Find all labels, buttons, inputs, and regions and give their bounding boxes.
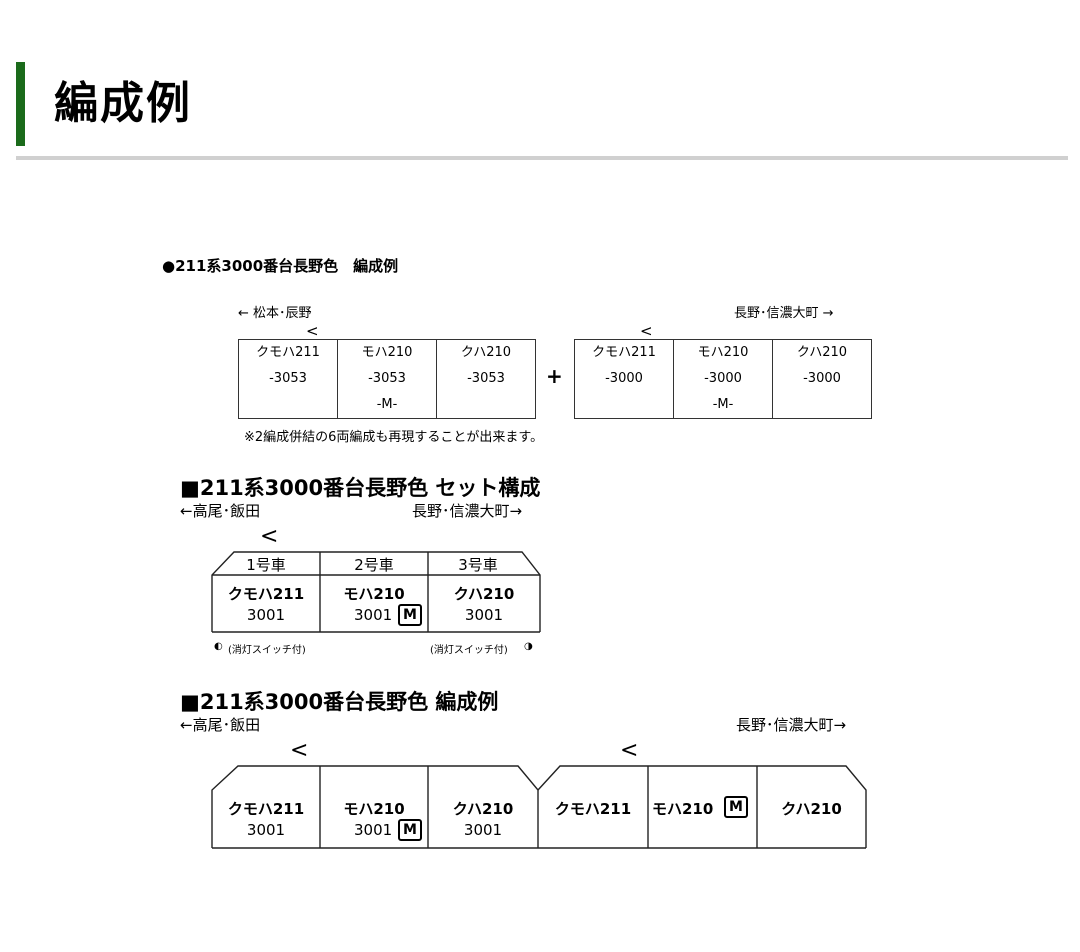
car-number: 3001 <box>354 821 393 839</box>
car-name: モハ210 <box>361 345 413 360</box>
section1-title: ●211系3000番台長野色 編成例 <box>162 257 399 275</box>
section1-direction-arrow-unit2: < <box>640 322 653 340</box>
car-number: 3001 <box>246 606 286 624</box>
section2-direction-chevron: < <box>260 524 279 549</box>
car-number: 3001 <box>463 821 503 839</box>
car-name: クモハ211 <box>554 800 632 818</box>
section3-title: ■211系3000番台長野色 編成例 <box>180 690 499 714</box>
section2-direction-right: 長野･信濃大町→ <box>412 502 523 520</box>
car-name: モハ210 <box>343 800 405 818</box>
unit2-outline <box>537 765 867 848</box>
section3-formation-diagram <box>211 765 867 849</box>
car-name: クモハ211 <box>227 800 305 818</box>
taillight-icon: ◑ <box>524 641 533 652</box>
car-name: クモハ211 <box>227 585 305 603</box>
car-number: -3000 <box>704 371 742 386</box>
unit1-outline <box>211 765 539 848</box>
motor-car-badge: M <box>398 819 422 841</box>
section1-note: ※2編成併結の6両編成も再現することが出来ます。 <box>244 430 544 445</box>
car-name: モハ210 <box>652 800 714 818</box>
section2-title: ■211系3000番台長野色 セット構成 <box>180 476 541 500</box>
car-name: クハ210 <box>796 345 848 360</box>
section1-unit1-table: クモハ211 -3053 モハ210 -3053 -M- クハ210 -3053 <box>238 339 536 419</box>
section1-direction-left: ← 松本･辰野 <box>238 306 312 321</box>
car-number: -3053 <box>368 371 406 386</box>
car-cell: クハ210 -3053 <box>436 339 536 419</box>
motor-car-badge: M <box>398 604 422 626</box>
car-name: クハ210 <box>781 800 842 818</box>
car-name: クハ210 <box>460 345 512 360</box>
car-number: 3001 <box>354 606 393 624</box>
car-number: 3001 <box>464 606 504 624</box>
page-title: 編成例 <box>54 78 192 129</box>
header-accent-bar <box>16 62 25 146</box>
car-name: クハ210 <box>452 800 514 818</box>
car-name: クモハ211 <box>256 345 320 360</box>
section1-direction-arrow-unit1: < <box>306 322 319 340</box>
car-name: クモハ211 <box>592 345 656 360</box>
car-name: モハ210 <box>343 585 405 603</box>
lamp-switch-label-right: (消灯スイッチ付) <box>430 645 508 656</box>
motor-car-badge: M <box>724 796 748 818</box>
car-mark: -M- <box>712 397 734 412</box>
car-name: クハ210 <box>453 585 515 603</box>
car-position-label: 3号車 <box>458 556 498 574</box>
section1-plus-sign: + <box>546 364 563 388</box>
car-number: 3001 <box>246 821 286 839</box>
car-number: -3000 <box>605 371 643 386</box>
car-cell: モハ210 -3053 -M- <box>337 339 437 419</box>
car-position-label: 1号車 <box>246 556 286 574</box>
car-cell: モハ210 -3000 -M- <box>673 339 773 419</box>
section1-direction-right: 長野･信濃大町 → <box>734 306 834 321</box>
section2-direction-left: ←高尾･飯田 <box>180 502 261 520</box>
car-cell: クハ210 -3000 <box>772 339 872 419</box>
header-divider <box>16 156 1068 160</box>
cab-roof-line <box>211 551 541 632</box>
section2-set-diagram <box>211 551 541 633</box>
section3-direction-chevron-unit2: < <box>620 738 639 763</box>
car-name: モハ210 <box>697 345 749 360</box>
car-position-label: 2号車 <box>354 556 394 574</box>
car-number: -3000 <box>803 371 841 386</box>
section3-direction-chevron-unit1: < <box>290 738 309 763</box>
section3-direction-right: 長野･信濃大町→ <box>736 716 847 734</box>
section3-direction-left: ←高尾･飯田 <box>180 716 261 734</box>
section1-unit2-table: クモハ211 -3000 モハ210 -3000 -M- クハ210 -3000 <box>574 339 872 419</box>
lamp-switch-label-left: (消灯スイッチ付) <box>228 645 306 656</box>
car-mark: -M- <box>376 397 398 412</box>
headlight-icon: ◐ <box>214 641 223 652</box>
car-number: -3053 <box>467 371 505 386</box>
car-number: -3053 <box>269 371 307 386</box>
